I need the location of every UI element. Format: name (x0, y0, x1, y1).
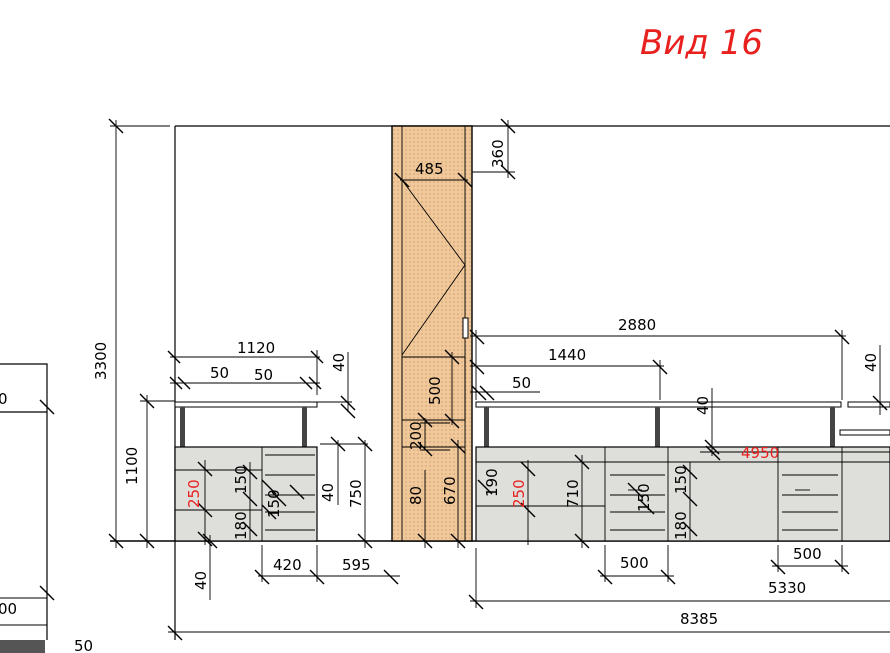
dim-1440: 1440 (548, 346, 586, 364)
dim-40-left-group: 40 (317, 352, 356, 419)
dim-left-00: 00 (0, 600, 17, 618)
view-title: Вид 16 (640, 23, 763, 63)
dim-420: 420 (273, 556, 302, 574)
right-cabinet-block (475, 401, 890, 542)
dim-50-a: 50 (210, 364, 229, 382)
bottom-left-dims: 40 420 595 (192, 533, 400, 600)
tall-column-unit: 485 360 500 200 80 670 (391, 118, 516, 549)
right-top-dims: 2880 1440 50 (469, 316, 850, 401)
dim-40-right-group: 40 40 (694, 345, 888, 456)
dim-595: 595 (342, 556, 371, 574)
dim-40-right: 40 (694, 396, 712, 415)
dim-485: 485 (415, 160, 444, 178)
dim-180-right: 180 (672, 511, 690, 540)
dim-200: 200 (407, 421, 425, 450)
dim-180-left: 180 (232, 511, 250, 540)
dim-4950: 4950 (741, 444, 779, 462)
left-partial-view: 0 00 50 (0, 363, 93, 653)
dim-40-bottom: 40 (192, 571, 210, 590)
bottom-right-dims: 500 500 5330 8385 (167, 545, 890, 641)
dim-1100-group: 1100 (123, 393, 175, 549)
dim-left-0: 0 (0, 390, 8, 408)
dim-1120: 1120 (237, 339, 275, 357)
dim-500-b: 500 (793, 545, 822, 563)
dim-40-mid: 40 (319, 483, 337, 502)
dim-40-top-right: 40 (862, 353, 880, 372)
dim-150-r2: 150 (672, 465, 690, 494)
dim-190: 190 (483, 468, 501, 497)
dim-3300: 3300 (92, 342, 110, 380)
dim-5330: 5330 (768, 579, 806, 597)
dim-40-left: 40 (330, 353, 348, 372)
dim-2880: 2880 (618, 316, 656, 334)
dim-150b-left: 150 (265, 489, 283, 518)
dim-3300-group: 3300 (92, 118, 170, 549)
dim-250-left: 250 (185, 479, 203, 508)
dim-360: 360 (489, 139, 507, 168)
dim-150-r1: 150 (635, 483, 653, 512)
dim-670: 670 (441, 476, 459, 505)
dim-500-a: 500 (620, 554, 649, 572)
dim-1100: 1100 (123, 447, 141, 485)
dim-8385: 8385 (680, 610, 718, 628)
dim-750-group: 750 40 (319, 436, 373, 549)
dim-50-corner: 50 (74, 637, 93, 653)
dim-750: 750 (347, 479, 365, 508)
dim-50-b: 50 (254, 366, 273, 384)
dim-150-left: 150 (232, 465, 250, 494)
dim-500-column: 500 (426, 376, 444, 405)
dim-1120-group: 1120 50 50 (167, 339, 324, 395)
dim-250-right: 250 (510, 479, 528, 508)
dim-50-right: 50 (512, 374, 531, 392)
dim-4950-group: 4950 (700, 444, 890, 462)
right-cabinet-dims: 190 250 710 150 150 180 (477, 454, 698, 549)
dim-80: 80 (407, 486, 425, 505)
left-cabinet-dims: 250 150 180 150 (185, 460, 305, 547)
dim-710: 710 (564, 479, 582, 508)
